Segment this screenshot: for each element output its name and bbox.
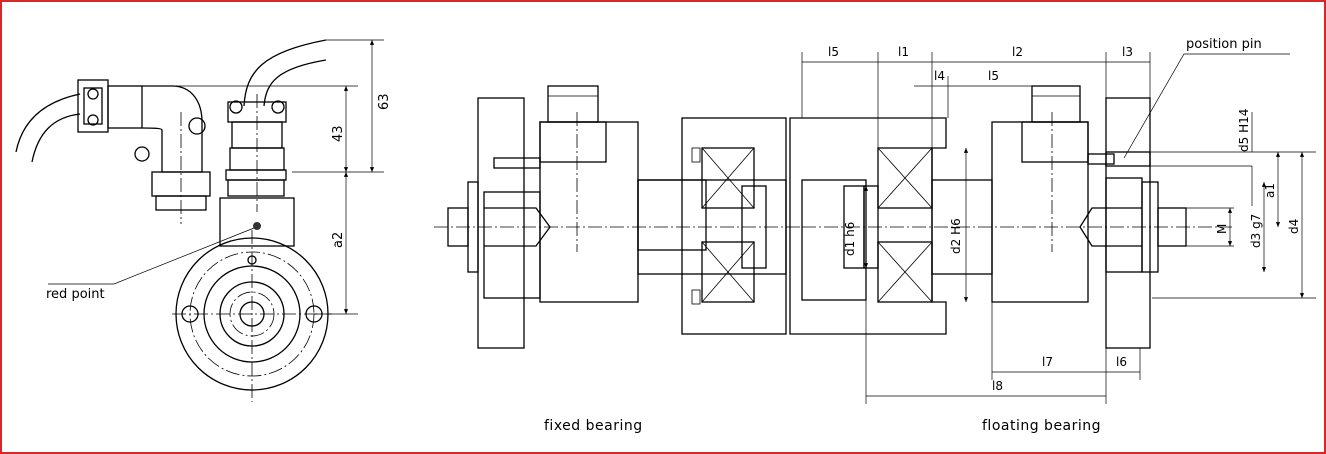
dim-l8: l8 bbox=[992, 379, 1003, 393]
dim-l4: l4 bbox=[934, 69, 945, 83]
dim-l3: l3 bbox=[1122, 45, 1133, 59]
dim-63: 63 bbox=[377, 93, 392, 110]
fixed-bearing-caption: fixed bearing bbox=[544, 418, 643, 434]
dim-l7: l7 bbox=[1042, 355, 1053, 369]
dim-a1: a1 bbox=[1263, 183, 1277, 198]
dim-l1: l1 bbox=[898, 45, 909, 59]
position-pin bbox=[1087, 153, 1115, 165]
red-point-label: red point bbox=[46, 287, 105, 302]
dim-l6: l6 bbox=[1116, 355, 1127, 369]
fixed-bearing-view: fixed bearing bbox=[434, 85, 802, 434]
position-pin-label: position pin bbox=[1186, 37, 1262, 52]
bearing-floating-top bbox=[877, 147, 933, 209]
side-view: red point 63 43 a2 bbox=[15, 39, 392, 402]
dim-l2: l2 bbox=[1012, 45, 1023, 59]
dim-l5-top: l5 bbox=[828, 45, 839, 59]
shaft-fixed bbox=[637, 179, 707, 251]
red-point-marker bbox=[253, 222, 261, 230]
dim-d5H14: d5 H14 bbox=[1237, 109, 1251, 152]
dim-M: M bbox=[1215, 224, 1229, 234]
floating-bearing-view: l5 l1 l2 l3 l4 l5 position pin l7 l6 l8 … bbox=[789, 37, 1316, 434]
sensor-neck bbox=[219, 197, 295, 247]
wall-right bbox=[1105, 97, 1151, 349]
bearing-fixed-top bbox=[701, 147, 755, 209]
connector-stub-fixed bbox=[547, 85, 599, 123]
sensor-body-fixed bbox=[539, 121, 639, 303]
dim-l5-mid: l5 bbox=[988, 69, 999, 83]
elbow-connector bbox=[141, 85, 203, 173]
dim-d4: d4 bbox=[1287, 219, 1301, 234]
dim-d3g7: d3 g7 bbox=[1249, 214, 1263, 248]
wall-left bbox=[477, 97, 525, 349]
dim-d2H6: d2 H6 bbox=[949, 218, 963, 254]
dim-d1h6: d1 h6 bbox=[843, 222, 857, 256]
bearing-fixed-bottom bbox=[701, 241, 755, 303]
sensor-body-floating bbox=[991, 121, 1089, 303]
floating-bearing-caption: floating bearing bbox=[982, 418, 1101, 434]
dim-a2: a2 bbox=[331, 232, 346, 248]
connector-stub-floating bbox=[1031, 85, 1081, 123]
cable-right bbox=[243, 39, 327, 107]
dim-43: 43 bbox=[331, 125, 346, 142]
cable-left bbox=[15, 93, 81, 153]
